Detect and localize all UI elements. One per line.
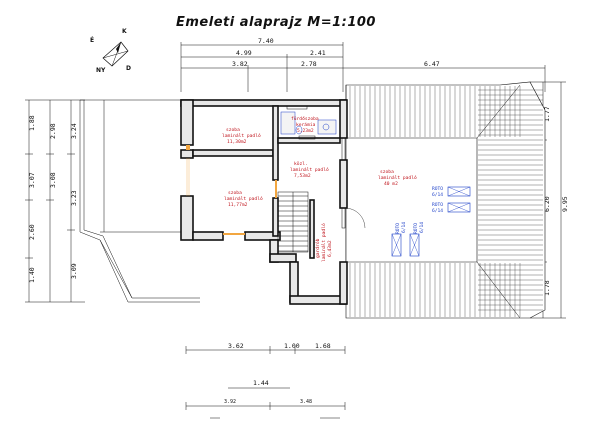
compass-east: K	[122, 28, 127, 35]
dim-right-1b: 6.20	[543, 196, 551, 212]
room-labels: fürdőszoba kerámia 5,23m2 szoba laminált…	[222, 116, 417, 262]
dim-top-2b: 2.78	[301, 60, 317, 68]
compass: É K D NY	[90, 28, 131, 74]
left-dimensions: 1.88 3.07 2.60 1.40 2.98 3.08 3.24 3.23 …	[25, 99, 85, 303]
plan-title: Emeleti alaprajz M=1:100	[176, 15, 376, 30]
dim-left-3a: 3.24	[70, 123, 78, 139]
dim-left-2a: 2.98	[49, 123, 57, 139]
window-1-label: ROTO	[432, 186, 443, 192]
dim-top-2c: 6.47	[424, 60, 440, 68]
roof-windows: ROTO 6/14 ROTO 6/14 ROTO 6/14 ROTO 6/14	[391, 186, 471, 257]
dim-bottom-1b: 1.00	[284, 342, 300, 350]
room-1-name: szoba	[226, 127, 240, 133]
room-wardrobe-area: 6,43m2	[327, 240, 333, 257]
dim-top-2a: 3.82	[232, 60, 248, 68]
room-bathroom-floor: kerámia	[296, 121, 316, 128]
dim-bottom-3b: 3.48	[300, 399, 312, 405]
room-large-area: 40 m2	[384, 181, 398, 187]
compass-north: É	[90, 36, 94, 44]
dim-top-total: 7.40	[258, 37, 274, 45]
room-hall-name: közl.	[294, 161, 308, 167]
compass-south: D	[126, 65, 131, 72]
room-wardrobe-name: gardrób	[314, 238, 321, 258]
window-4-size: 6/14	[419, 222, 425, 233]
room-large-floor: laminált padló	[378, 174, 417, 181]
dim-left-1b: 3.07	[28, 172, 36, 188]
window-4-label: ROTO	[413, 223, 419, 234]
compass-west: NY	[96, 67, 106, 74]
window-3-label: ROTO	[395, 223, 401, 234]
room-2-area: 11,77m2	[228, 202, 248, 208]
room-1-floor: laminált padló	[222, 132, 261, 139]
dim-left-1d: 1.40	[28, 267, 36, 283]
dim-right-1c: 1.78	[543, 280, 551, 296]
bottom-dimensions: 3.62 1.00 1.68 1.44 3.92 3.48	[185, 342, 346, 419]
room-bathroom-name: fürdőszoba	[291, 116, 319, 122]
room-2-name: szoba	[228, 190, 242, 196]
dim-right-2: 9.95	[561, 196, 569, 212]
room-wardrobe-floor: laminált padló	[320, 223, 327, 262]
dim-bottom-1a: 3.62	[228, 342, 244, 350]
room-hall-floor: laminált padló	[290, 166, 329, 173]
dim-bottom-3a: 3.92	[224, 399, 236, 405]
dim-top-1a: 4.99	[236, 49, 252, 57]
window-3-size: 6/14	[401, 222, 407, 233]
right-roof	[345, 81, 546, 319]
dim-left-1c: 2.60	[28, 224, 36, 240]
window-1-size: 6/14	[432, 192, 443, 198]
dim-left-1a: 1.88	[28, 115, 36, 131]
dim-bottom-2: 1.44	[253, 379, 269, 387]
staircase	[277, 191, 309, 253]
dim-left-3c: 3.09	[70, 263, 78, 279]
room-bathroom-area: 5,23m2	[297, 128, 314, 134]
window-2-size: 6/14	[432, 208, 443, 214]
window-2-label: ROTO	[432, 202, 443, 208]
dim-left-2b: 3.08	[49, 172, 57, 188]
dim-top-1b: 2.41	[310, 49, 326, 57]
top-dimensions: 7.40 4.99 2.41 3.82 2.78 6.47	[180, 37, 546, 92]
room-2-floor: laminált padló	[224, 195, 263, 202]
dim-right-1a: 1.77	[543, 106, 551, 122]
room-hall-area: 7,53m2	[294, 173, 311, 179]
room-1-area: 11,30m2	[227, 139, 247, 145]
left-balcony	[79, 99, 200, 303]
bathroom-fixtures	[280, 111, 337, 135]
walls	[180, 99, 348, 305]
dim-bottom-1c: 1.68	[315, 342, 331, 350]
dim-left-3b: 3.23	[70, 190, 78, 206]
room-large-name: szoba	[380, 169, 394, 175]
doors	[186, 105, 366, 235]
